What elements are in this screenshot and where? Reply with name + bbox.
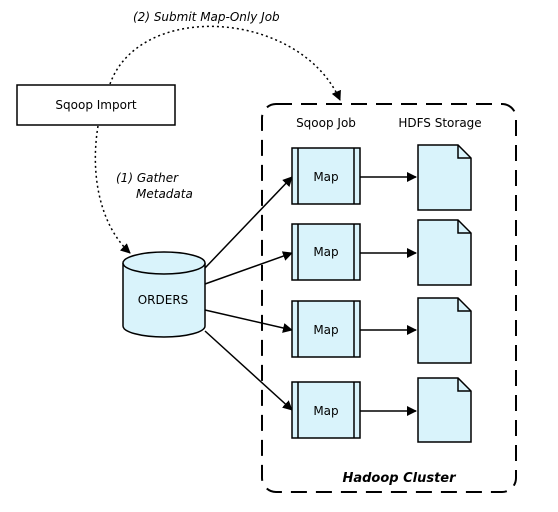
map-task-label: Map — [313, 170, 338, 184]
gather-label-line1: (1) Gather — [116, 171, 179, 185]
map-task-label: Map — [313, 404, 338, 418]
map-task-label: Map — [313, 245, 338, 259]
map-task: Map — [291, 147, 361, 205]
hdfs-file-icon — [417, 219, 472, 286]
orders-label: ORDERS — [138, 293, 189, 307]
hdfs-storage-header: HDFS Storage — [398, 116, 481, 130]
map-task-label: Map — [313, 323, 338, 337]
orders-to-map-4-edge — [204, 330, 293, 411]
sqoop-job-header: Sqoop Job — [296, 116, 356, 130]
sqoop-import-label: Sqoop Import — [55, 98, 136, 112]
map-task: Map — [291, 381, 361, 439]
submit-job-label: (2) Submit Map-Only Job — [133, 10, 280, 24]
hadoop-cluster-boundary — [261, 103, 517, 493]
cluster-label: Hadoop Cluster — [342, 471, 457, 486]
hdfs-file-icon — [417, 377, 472, 443]
orders-to-map-2-edge — [204, 251, 293, 285]
map-task: Map — [291, 223, 361, 281]
sqoop-import-node: Sqoop Import — [16, 84, 176, 126]
gather-metadata-edge — [94, 125, 131, 254]
orders-database: ORDERS — [122, 251, 206, 338]
map-task: Map — [291, 300, 361, 358]
hdfs-file-icon — [417, 297, 472, 364]
hdfs-file-icon — [417, 144, 472, 211]
orders-to-map-1-edge — [204, 176, 293, 269]
orders-to-map-3-edge — [204, 309, 293, 333]
gather-label-line2: Metadata — [136, 187, 193, 201]
